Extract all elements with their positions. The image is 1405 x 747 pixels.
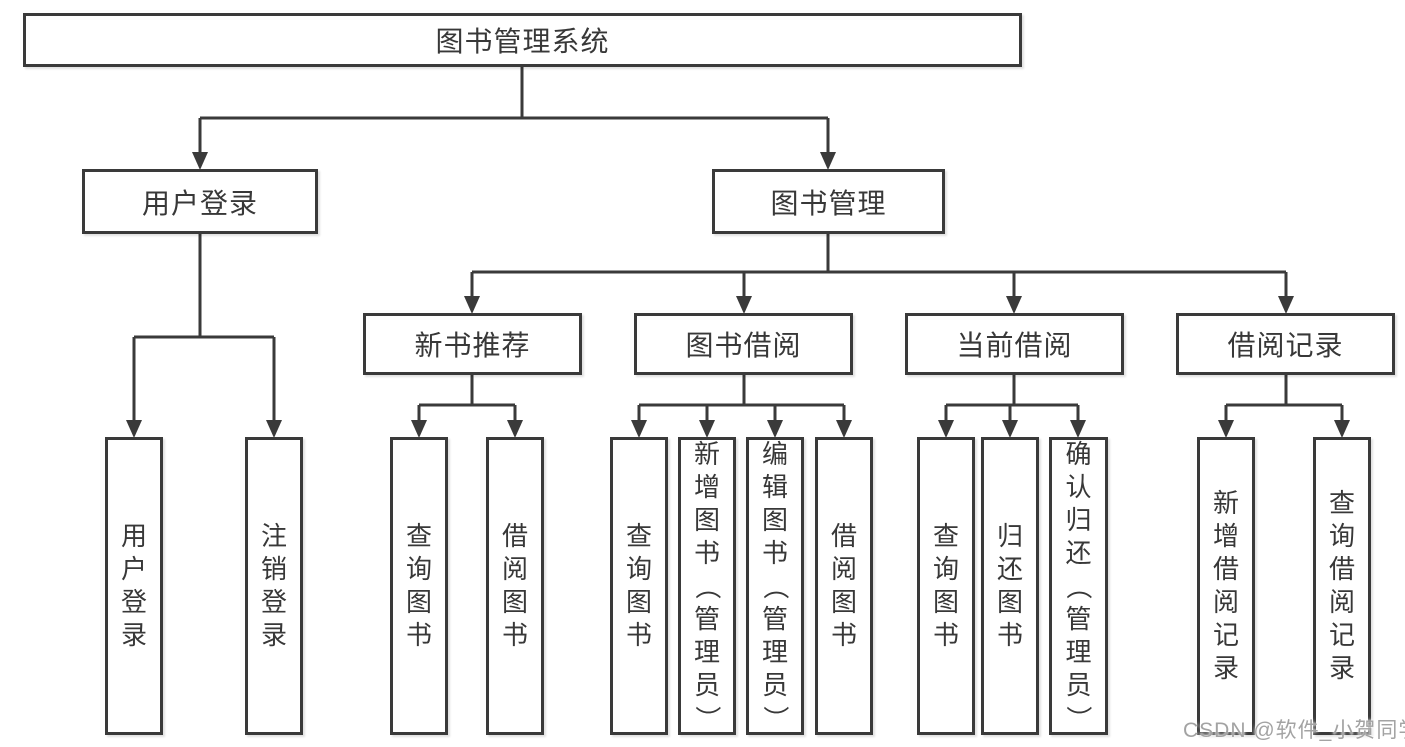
leaf-node-query-books: 查询图书: [917, 437, 975, 735]
csdn-watermark: CSDN @软件_小贺同学: [1183, 719, 1405, 742]
leaf-node-add-book-admin: 新增图书（管理员）: [678, 437, 736, 735]
group-node-borrow-records: 借阅记录: [1176, 313, 1395, 375]
branch-node-user-login: 用户登录: [82, 169, 318, 234]
root-node-library-management-system: 图书管理系统: [23, 13, 1022, 67]
leaf-node-user-login: 用户登录: [105, 437, 163, 735]
leaf-node-return-books: 归还图书: [981, 437, 1039, 735]
leaf-node-query-books: 查询图书: [610, 437, 668, 735]
leaf-node-add-borrow-record: 新增借阅记录: [1197, 437, 1255, 735]
leaf-node-logout: 注销登录: [245, 437, 303, 735]
group-node-current-borrow: 当前借阅: [905, 313, 1124, 375]
leaf-node-query-books: 查询图书: [390, 437, 448, 735]
leaf-node-borrow-books: 借阅图书: [815, 437, 873, 735]
leaf-node-query-borrow-record: 查询借阅记录: [1313, 437, 1371, 735]
leaf-node-confirm-return-admin: 确认归还（管理员）: [1049, 437, 1108, 735]
branch-node-book-management: 图书管理: [712, 169, 945, 234]
leaf-node-edit-book-admin: 编辑图书（管理员）: [746, 437, 804, 735]
arrowheads: [126, 152, 1350, 438]
group-node-book-borrow: 图书借阅: [634, 313, 853, 375]
leaf-node-borrow-books: 借阅图书: [486, 437, 544, 735]
group-node-new-book-recommend: 新书推荐: [363, 313, 582, 375]
